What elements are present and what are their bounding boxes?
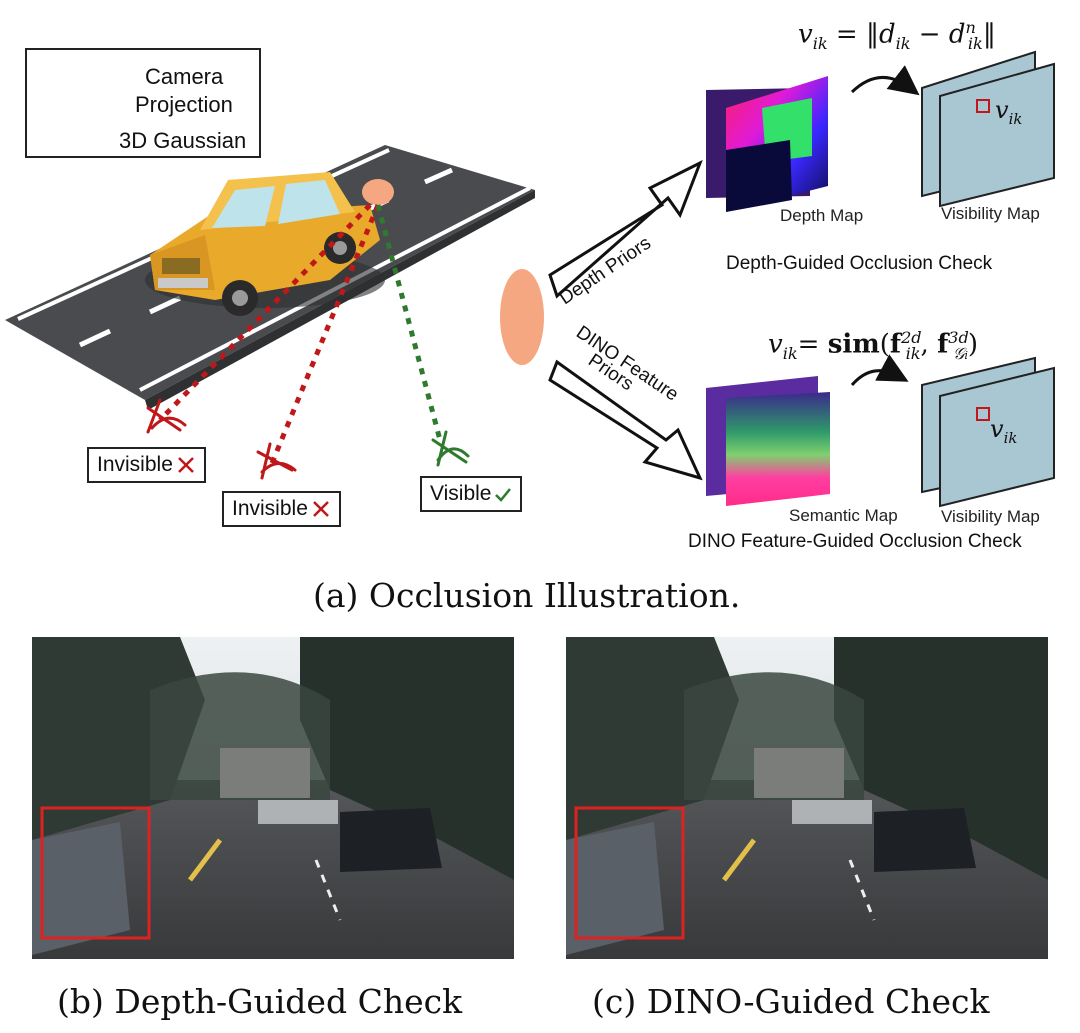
visibility-map-top [921, 50, 1055, 208]
visible-text: Visible [430, 482, 492, 505]
formula-i: i [964, 348, 968, 362]
dino-priors-arrow [548, 359, 703, 481]
visibility-map-bottom [921, 356, 1055, 508]
formula-v: v [798, 19, 813, 50]
camera-label-invisible: Invisible [222, 491, 341, 527]
formula-sub: ik [895, 33, 911, 53]
visibility-map-label: Visibility Map [941, 507, 1040, 526]
depth-map-label: Depth Map [780, 206, 864, 225]
dino-check-title: DINO Feature-Guided Occlusion Check [688, 531, 1022, 552]
semantic-map [706, 376, 830, 506]
legend-camera-label: Camera [145, 64, 224, 89]
formula-sub: ik [812, 33, 828, 53]
formula-d: d [878, 19, 896, 50]
formula-sup: 3d [948, 328, 969, 347]
legend-projection-label: Projection [135, 92, 233, 117]
projection-lines [158, 203, 443, 469]
visibility-map-label: Visibility Map [941, 204, 1040, 223]
formula-f: f [937, 329, 949, 360]
caption-a: (a) Occlusion Illustration. [313, 576, 741, 615]
caption-c: (c) DINO-Guided Check [592, 982, 990, 1021]
legend-gaussian-label: 3D Gaussian [119, 128, 247, 153]
visibility-cell-label: vik [995, 96, 1022, 128]
caption-b: (b) Depth-Guided Check [57, 982, 463, 1021]
semantic-map-label: Semantic Map [789, 506, 898, 525]
camera-label-invisible: Invisible [87, 447, 206, 483]
dino-visibility-formula: vik= sim(f2dik, f3d𝒢i) [768, 328, 979, 363]
formula-sub: ik [905, 343, 921, 363]
invisible-text: Invisible [232, 497, 308, 520]
visibility-cell-label: vik [990, 415, 1017, 447]
formula-eq: = [827, 19, 866, 50]
street-photo-depth [32, 637, 514, 959]
formula-v: v [768, 329, 783, 360]
formula-dn: d [948, 19, 966, 50]
depth-map [706, 76, 828, 212]
depth-visibility-formula: vik = ‖dik − dnik‖ [798, 18, 996, 53]
camera-icon [431, 430, 470, 467]
cell-sub: ik [1003, 428, 1018, 447]
street-photo-dino [566, 637, 1048, 959]
legend: Camera Projection 3D Gaussian [25, 48, 261, 158]
formula-f: f [889, 329, 902, 360]
formula-sim: sim [827, 329, 880, 360]
prior-arrows [548, 159, 703, 481]
cell-sub: ik [1008, 109, 1023, 128]
camera-icons [146, 398, 470, 480]
formula-sup: 2d [901, 328, 922, 347]
cell-v: v [995, 96, 1009, 124]
checkmark-icon [495, 488, 512, 502]
formula-g: 𝒢 [952, 343, 965, 363]
depth-priors-arrow [548, 159, 703, 299]
formula-sub: ik [782, 343, 798, 363]
camera-icon [256, 442, 297, 480]
formula-sup: n [965, 18, 976, 37]
cross-icon [177, 457, 194, 473]
formula-sub: 𝒢i [953, 344, 968, 363]
formula-sub: ik [967, 33, 983, 53]
cross-icon [312, 501, 329, 517]
cell-v: v [990, 415, 1004, 443]
camera-icon [146, 398, 187, 434]
formula-minus: − [910, 19, 949, 50]
depth-check-title: Depth-Guided Occlusion Check [726, 253, 993, 274]
curved-arrow [850, 65, 920, 96]
formula-eq: = [797, 329, 828, 360]
gaussian-large [500, 269, 544, 365]
gaussian-small [362, 179, 394, 205]
car-illustration [145, 172, 385, 316]
camera-label-visible: Visible [420, 476, 523, 512]
invisible-text: Invisible [97, 453, 173, 476]
curved-arrow [850, 354, 909, 387]
